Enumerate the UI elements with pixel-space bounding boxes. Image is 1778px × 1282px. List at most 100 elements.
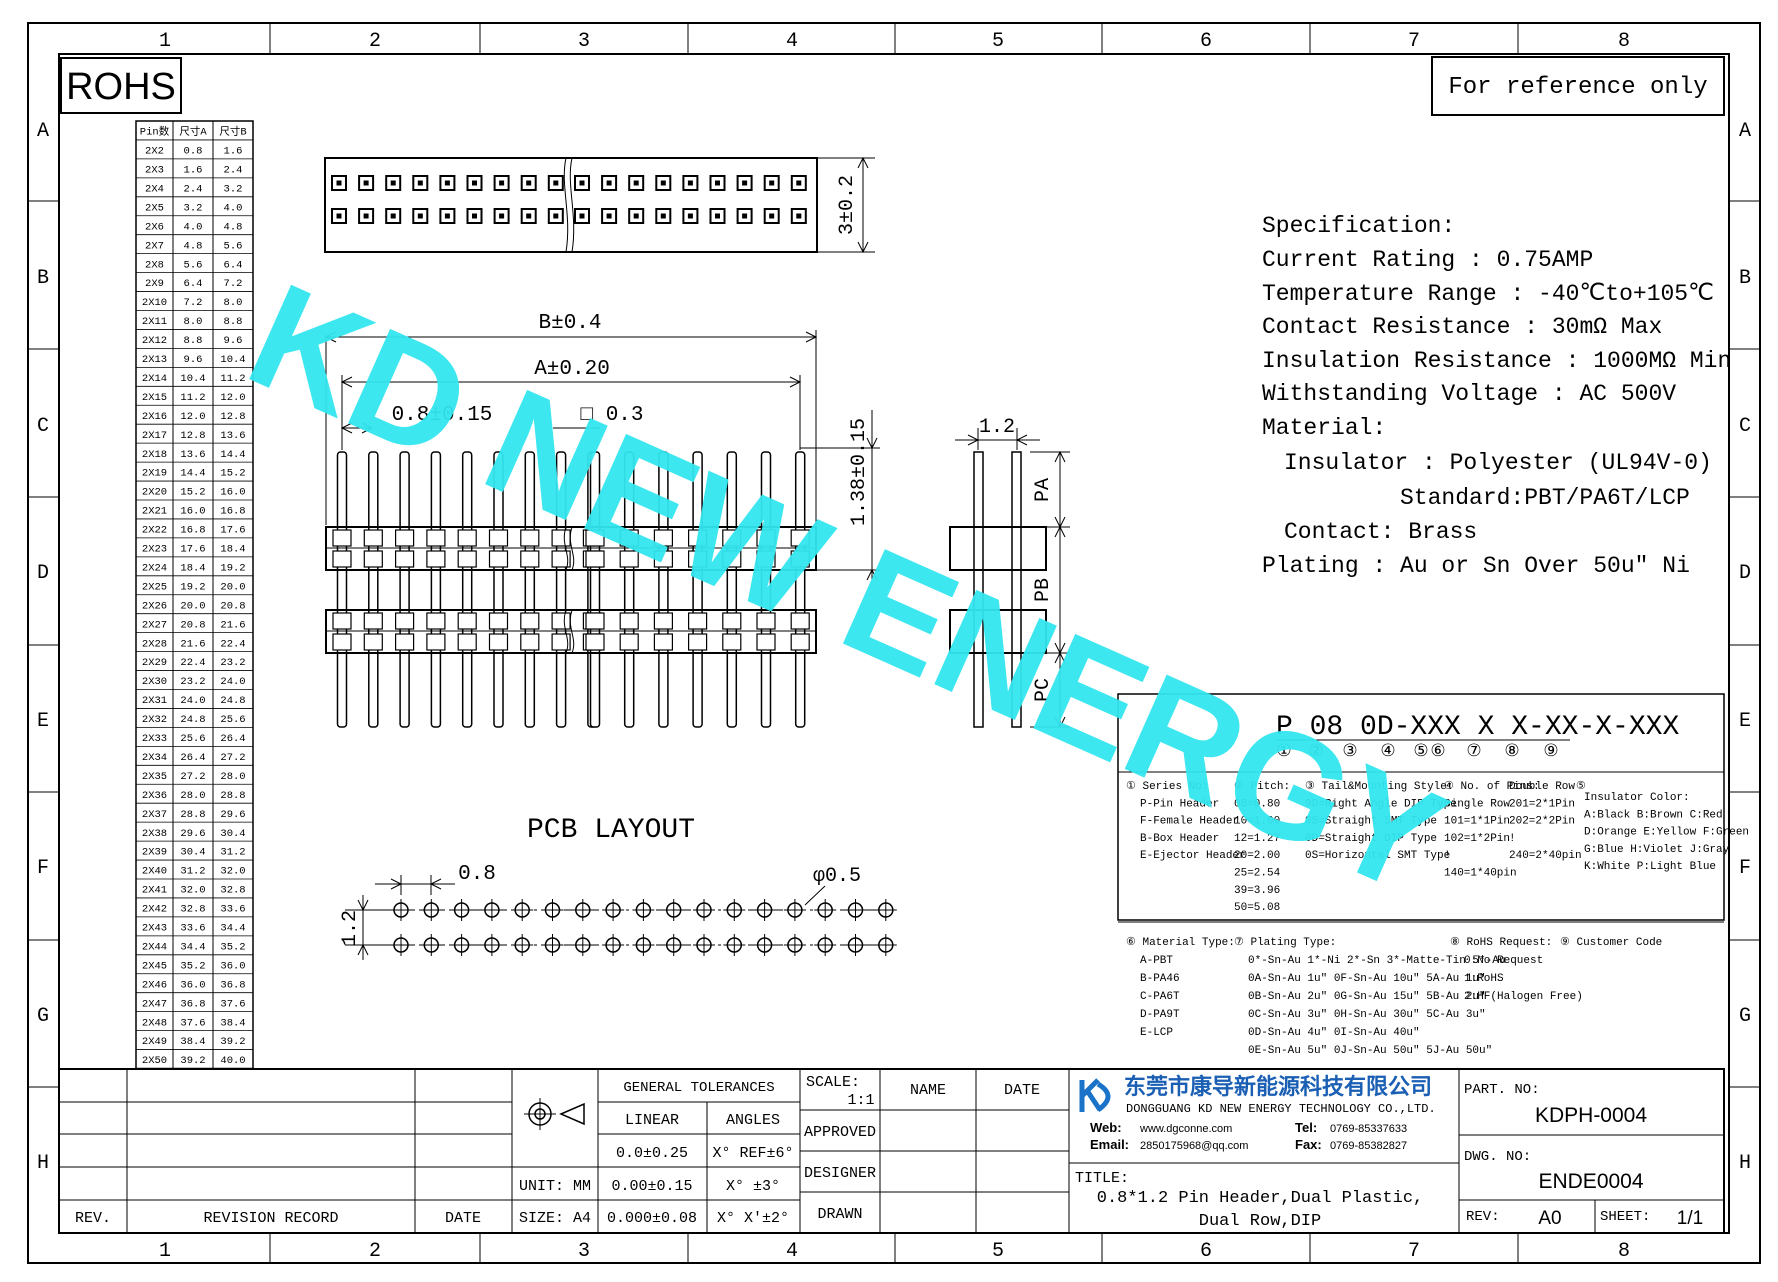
housing-cell	[332, 612, 352, 630]
code-spec-line: Insulator Color:	[1584, 792, 1690, 804]
top-view: 3±0.2	[324, 156, 875, 254]
top-view-pad	[628, 175, 645, 191]
front-view-pin	[692, 451, 703, 728]
housing-cell	[653, 612, 674, 630]
title-label: TITLE:	[1075, 1170, 1129, 1187]
pin-table-cell: 31.2	[220, 847, 245, 859]
scale-label: SCALE:	[806, 1074, 860, 1091]
housing-cell	[520, 633, 540, 651]
top-view-pad	[736, 175, 753, 191]
pin-table-cell: 25.6	[180, 733, 205, 745]
zone-row-a: A	[37, 120, 49, 143]
pin-table-cell: 2X38	[142, 828, 167, 840]
front-view-pin	[524, 451, 536, 728]
code-spec-line: 0D-Sn-Au 4u" 0I-Sn-Au 40u"	[1248, 1027, 1420, 1039]
pin-table-cell: 15.2	[220, 468, 245, 480]
reference-label: For reference only	[1448, 74, 1707, 101]
pcb-pitch-dimension: 0.8	[458, 863, 496, 886]
pin-table-cell: 11.2	[180, 392, 205, 404]
pin-table-cell: 36.0	[180, 979, 205, 991]
code-spec-line: P-Pin Header	[1140, 798, 1219, 810]
top-view-pad	[601, 208, 618, 224]
code-marker: ①	[1276, 743, 1291, 762]
code-marker: ②	[1308, 743, 1323, 762]
code-spec-line: D:Orange E:Yellow F:Green	[1584, 827, 1749, 839]
pin-table-cell: 20.0	[180, 600, 205, 612]
pc-dimension: PC	[1032, 678, 1055, 702]
side-view: 1.2 PA PB PC	[949, 416, 1070, 729]
top-view-pad-center	[796, 213, 802, 219]
dwg-no-value: ENDE0004	[1538, 1170, 1643, 1193]
pin-table-cell: 2X42	[142, 904, 167, 916]
pin-table-cell: 2X43	[142, 923, 167, 935]
front-view-pin	[726, 451, 738, 728]
code-spec-line: D-PA9T	[1140, 1009, 1180, 1021]
code-spec-line: 201=2*1Pin	[1509, 798, 1575, 810]
pin-table-cell: 26.4	[220, 733, 245, 745]
top-view-pad-center	[526, 180, 532, 186]
revision-date-label: DATE	[445, 1210, 481, 1227]
rohs-box: ROHS	[60, 57, 182, 114]
front-view-pin	[658, 451, 669, 728]
pin-table-cell: 36.8	[220, 979, 245, 991]
top-view-pad-center	[715, 180, 720, 186]
top-view-pad-center	[336, 180, 342, 186]
code-spec-line: ⑨ Customer Code	[1560, 936, 1662, 949]
zone-row-c-right: C	[1739, 415, 1751, 438]
tol-angle-1: X° REF±6°	[712, 1145, 793, 1162]
pin-table-cell: 2X27	[142, 619, 167, 631]
code-spec-line: C-PA6T	[1140, 991, 1180, 1003]
pin-table-cell: 2X45	[142, 960, 167, 972]
tel-value: 0769-85337633	[1330, 1123, 1407, 1135]
approved-label: APPROVED	[804, 1124, 876, 1141]
code-spec-line: ⑥ Material Type:	[1126, 936, 1235, 949]
pin-table-cell: 20.0	[220, 581, 245, 593]
company-name-en: DONGGUANG KD NEW ENERGY TECHNOLOGY CO.,L…	[1126, 1102, 1436, 1116]
pin-table-cell: 2.4	[224, 165, 243, 177]
top-view-pad-center	[472, 180, 477, 186]
zone-row-e: E	[37, 710, 49, 733]
top-view-pad	[358, 208, 375, 224]
housing-cell	[790, 612, 810, 630]
housing-cell	[363, 633, 383, 651]
tol-linear-3: 0.000±0.08	[607, 1210, 697, 1227]
pin-table-cell: 33.6	[180, 923, 205, 935]
code-spec-line: Single Row	[1444, 798, 1510, 810]
pin-table-cell: 27.2	[180, 771, 205, 783]
pin-table-cell: 17.6	[220, 525, 245, 537]
top-view-pad	[790, 175, 807, 191]
pin-table-cell: 32.8	[220, 885, 245, 897]
code-spec-line: 08=0.80	[1234, 798, 1280, 810]
spec-heading: Specification:	[1262, 213, 1455, 239]
pin-table-cell: 6.4	[184, 278, 203, 290]
pin-table-cell: 2X35	[142, 771, 167, 783]
tol-linear-1: 0.0±0.25	[616, 1145, 688, 1162]
zone-row-h-right: H	[1739, 1152, 1751, 1175]
pin-table-cell: 20.8	[180, 619, 205, 631]
tel-label: Tel:	[1295, 1120, 1317, 1135]
name-label: NAME	[910, 1082, 946, 1099]
housing-cell	[363, 529, 383, 547]
pin-table-cell: 18.4	[220, 544, 245, 556]
tolerance-symbol-icon	[524, 1098, 585, 1130]
housing-cell	[426, 633, 446, 651]
housing-cell	[551, 633, 571, 651]
top-view-pad-center	[606, 180, 612, 186]
code-spec-line: 101=1*1Pin	[1444, 816, 1510, 828]
title-line-2: Dual Row,DIP	[1199, 1212, 1321, 1231]
pin-table-cell: 37.6	[220, 998, 245, 1010]
top-view-pad-center	[660, 213, 666, 219]
pin-table-cell: 4.0	[224, 202, 243, 214]
code-spec-line: Double Row	[1509, 781, 1575, 793]
code-spec-line: 10=1.00	[1234, 816, 1280, 828]
pitch-dimension: 0.8±0.15	[392, 404, 493, 427]
pin-table-cell: 24.8	[220, 695, 245, 707]
pin-square-dimension: □ 0.3	[580, 404, 643, 427]
pin-table-cell: 2X14	[142, 373, 167, 385]
date-label: DATE	[1004, 1082, 1040, 1099]
pin-table-cell: 31.2	[180, 866, 205, 878]
zone-col-3-bottom: 3	[578, 1240, 590, 1263]
code-spec-line: 0B-Sn-Au 2u" 0G-Sn-Au 15u" 5B-Au 2u"	[1248, 991, 1486, 1003]
pin-table-cell: 5.6	[224, 240, 243, 252]
